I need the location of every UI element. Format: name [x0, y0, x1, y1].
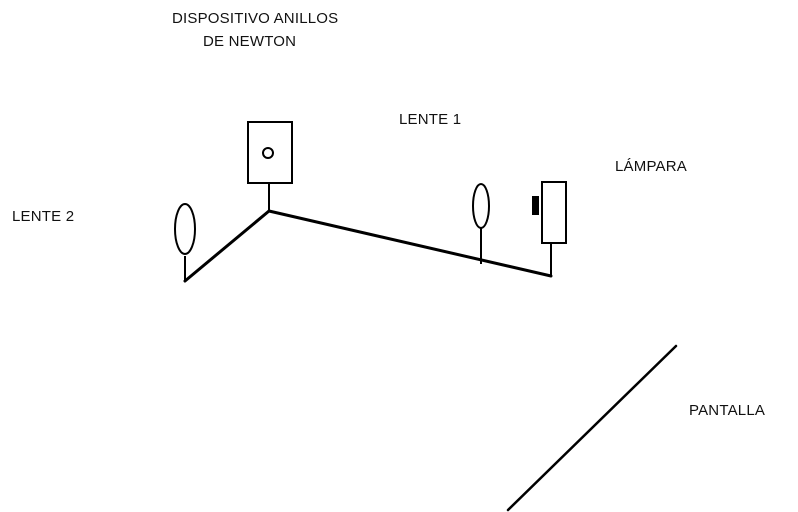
lens1	[472, 183, 490, 229]
device-label-line2: DE NEWTON	[203, 33, 297, 50]
lens2	[174, 203, 196, 255]
newton-rings-aperture	[262, 147, 274, 159]
projection-screen	[506, 344, 678, 512]
lamp-label: LÁMPARA	[615, 158, 687, 175]
newton-rings-device	[247, 121, 293, 184]
lamp-emitter	[532, 196, 539, 215]
lens1-label: LENTE 1	[399, 111, 462, 128]
lens2-label: LENTE 2	[12, 208, 75, 225]
screen-label: PANTALLA	[689, 402, 766, 419]
bench-rail-right	[267, 209, 553, 278]
device-label-line1: DISPOSITIVO ANILLOS	[172, 10, 339, 27]
lamp-housing	[541, 181, 567, 244]
bench-rail-left	[183, 209, 271, 283]
